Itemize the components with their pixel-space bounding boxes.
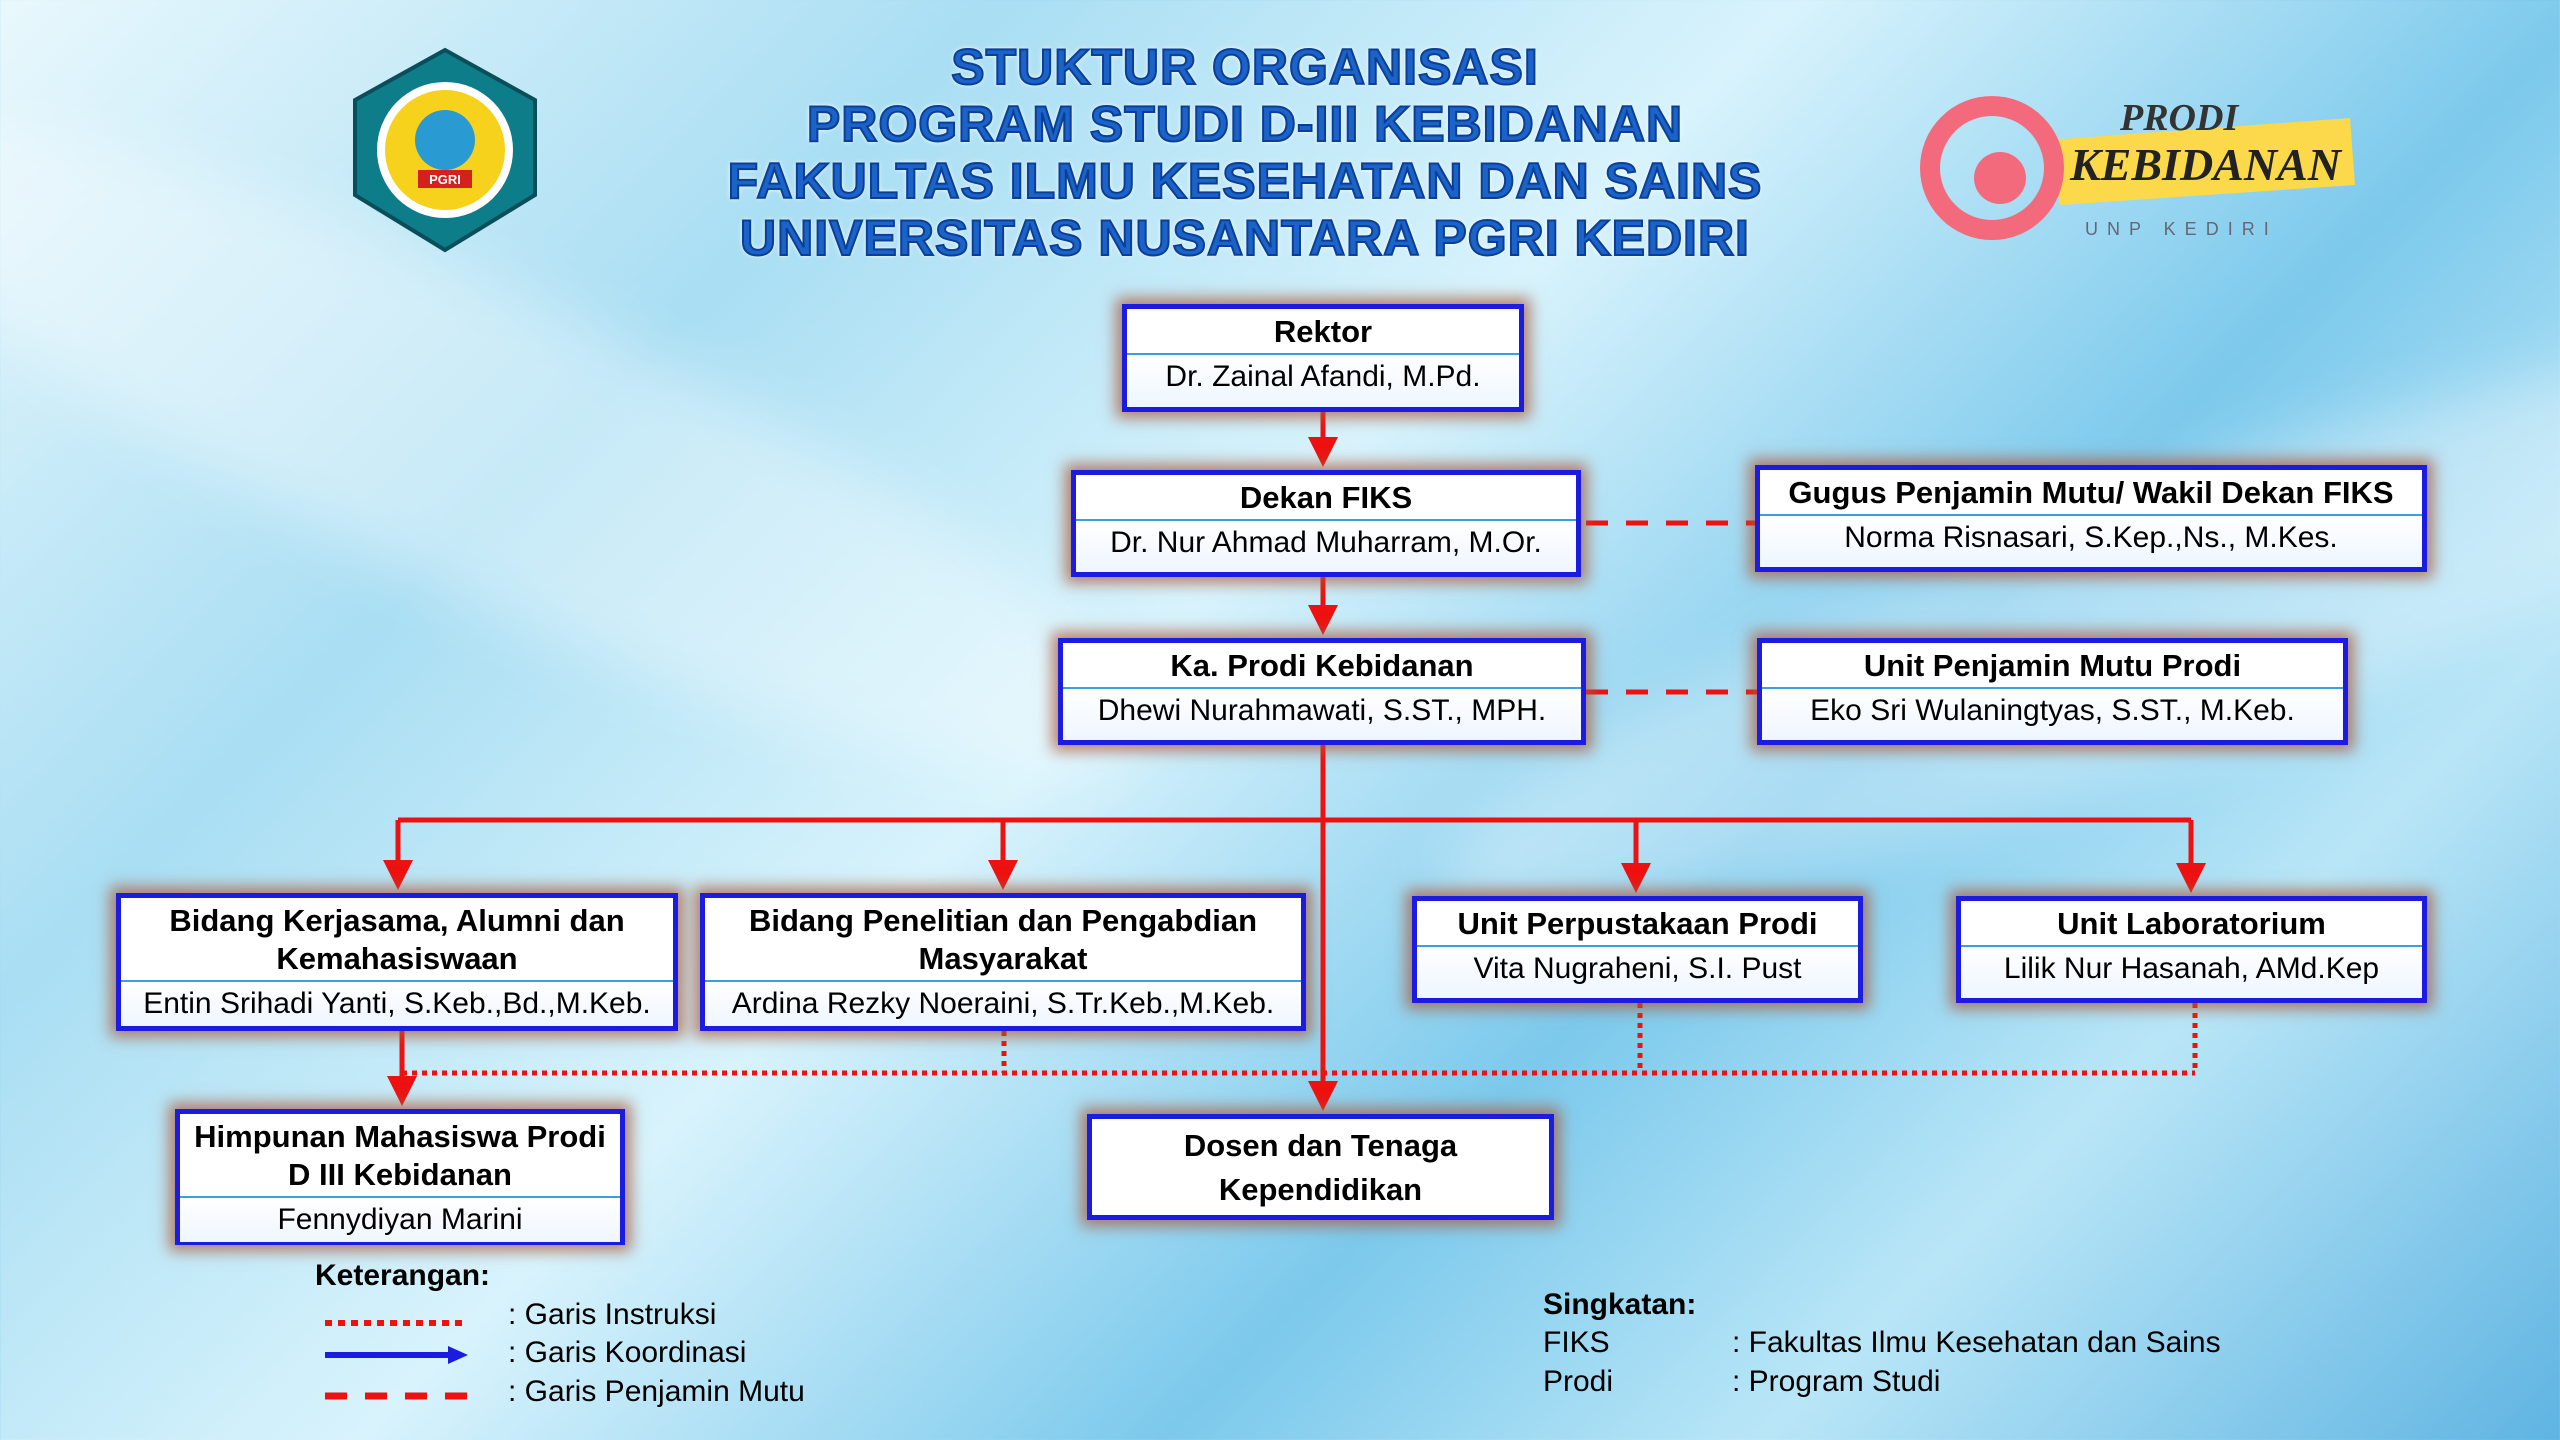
node-name: Ardina Rezky Noeraini, S.Tr.Keb.,M.Keb.: [705, 982, 1301, 1026]
node-rektor: Rektor Dr. Zainal Afandi, M.Pd.: [1122, 304, 1524, 412]
node-gugus-penjamin-mutu: Gugus Penjamin Mutu/ Wakil Dekan FIKS No…: [1755, 465, 2427, 572]
abbrev-value: : Program Studi: [1732, 1365, 1941, 1398]
node-title: Unit Perpustakaan Prodi: [1417, 901, 1858, 947]
node-kaprodi: Ka. Prodi Kebidanan Dhewi Nurahmawati, S…: [1058, 638, 1586, 745]
node-name: Eko Sri Wulaningtyas, S.ST., M.Keb.: [1762, 689, 2343, 740]
node-title: Rektor: [1127, 309, 1519, 355]
node-name: Dr. Zainal Afandi, M.Pd.: [1127, 355, 1519, 407]
node-bidang-penelitian: Bidang Penelitian dan Pengabdian Masyara…: [700, 893, 1306, 1031]
node-name: Dr. Nur Ahmad Muharram, M.Or.: [1076, 521, 1576, 572]
node-title: Dosen dan Tenaga Kependidikan: [1183, 1128, 1458, 1207]
node-title: Ka. Prodi Kebidanan: [1063, 643, 1581, 689]
abbrev-heading: Singkatan:: [1543, 1288, 1697, 1321]
node-name: Lilik Nur Hasanah, AMd.Kep: [1961, 947, 2422, 998]
node-title: Unit Laboratorium: [1961, 901, 2422, 947]
title-line: UNIVERSITAS NUSANTARA PGRI KEDIRI: [739, 209, 1750, 267]
node-name: Norma Risnasari, S.Kep.,Ns., M.Kes.: [1760, 516, 2422, 567]
title-line: PROGRAM STUDI D-III KEBIDANAN: [806, 95, 1684, 153]
node-name: Fennydiyan Marini: [180, 1198, 620, 1242]
legend-item: : Garis Penjamin Mutu: [508, 1375, 805, 1408]
svg-text:PGRI: PGRI: [429, 172, 461, 187]
university-logo: PGRI: [353, 47, 537, 253]
logo-unp-text: UNP KEDIRI: [2085, 219, 2278, 239]
title-line: FAKULTAS ILMU KESEHATAN DAN SAINS: [727, 152, 1763, 210]
legend-item: : Garis Instruksi: [508, 1298, 717, 1331]
legend-item: : Garis Koordinasi: [508, 1336, 747, 1369]
logo-prodi-text: PRODI: [2119, 97, 2239, 139]
title-line: STUKTUR ORGANISASI: [950, 38, 1539, 96]
node-unit-penjamin-mutu: Unit Penjamin Mutu Prodi Eko Sri Wulanin…: [1757, 638, 2348, 745]
node-bidang-kerjasama: Bidang Kerjasama, Alumni dan Kemahasiswa…: [116, 893, 678, 1031]
legend-line-samples: [325, 1320, 468, 1400]
abbrev-key: Prodi: [1543, 1365, 1614, 1398]
node-unit-perpustakaan: Unit Perpustakaan Prodi Vita Nugraheni, …: [1412, 896, 1863, 1003]
node-name: Entin Srihadi Yanti, S.Keb.,Bd.,M.Keb.: [121, 982, 673, 1026]
node-title: Bidang Penelitian dan Pengabdian Masyara…: [705, 898, 1301, 982]
node-dekan: Dekan FIKS Dr. Nur Ahmad Muharram, M.Or.: [1071, 470, 1581, 577]
prodi-kebidanan-logo: PRODI KEBIDANAN UNP KEDIRI: [1920, 96, 2355, 240]
node-title: Bidang Kerjasama, Alumni dan Kemahasiswa…: [121, 898, 673, 982]
node-name: Dhewi Nurahmawati, S.ST., MPH.: [1063, 689, 1581, 740]
node-dosen: Dosen dan Tenaga Kependidikan: [1087, 1114, 1554, 1220]
node-title: Himpunan Mahasiswa Prodi D III Kebidanan: [180, 1114, 620, 1198]
legend-heading: Keterangan:: [315, 1259, 491, 1292]
node-name: Vita Nugraheni, S.I. Pust: [1417, 947, 1858, 998]
node-himpunan-mahasiswa: Himpunan Mahasiswa Prodi D III Kebidanan…: [175, 1109, 625, 1245]
logo-kebidanan-text: KEBIDANAN: [2069, 139, 2343, 190]
node-title: Unit Penjamin Mutu Prodi: [1762, 643, 2343, 689]
node-title: Dekan FIKS: [1076, 475, 1576, 521]
node-unit-laboratorium: Unit Laboratorium Lilik Nur Hasanah, AMd…: [1956, 896, 2427, 1003]
abbrev-value: : Fakultas Ilmu Kesehatan dan Sains: [1732, 1326, 2221, 1359]
abbrev-key: FIKS: [1543, 1326, 1610, 1359]
node-title: Gugus Penjamin Mutu/ Wakil Dekan FIKS: [1760, 470, 2422, 516]
